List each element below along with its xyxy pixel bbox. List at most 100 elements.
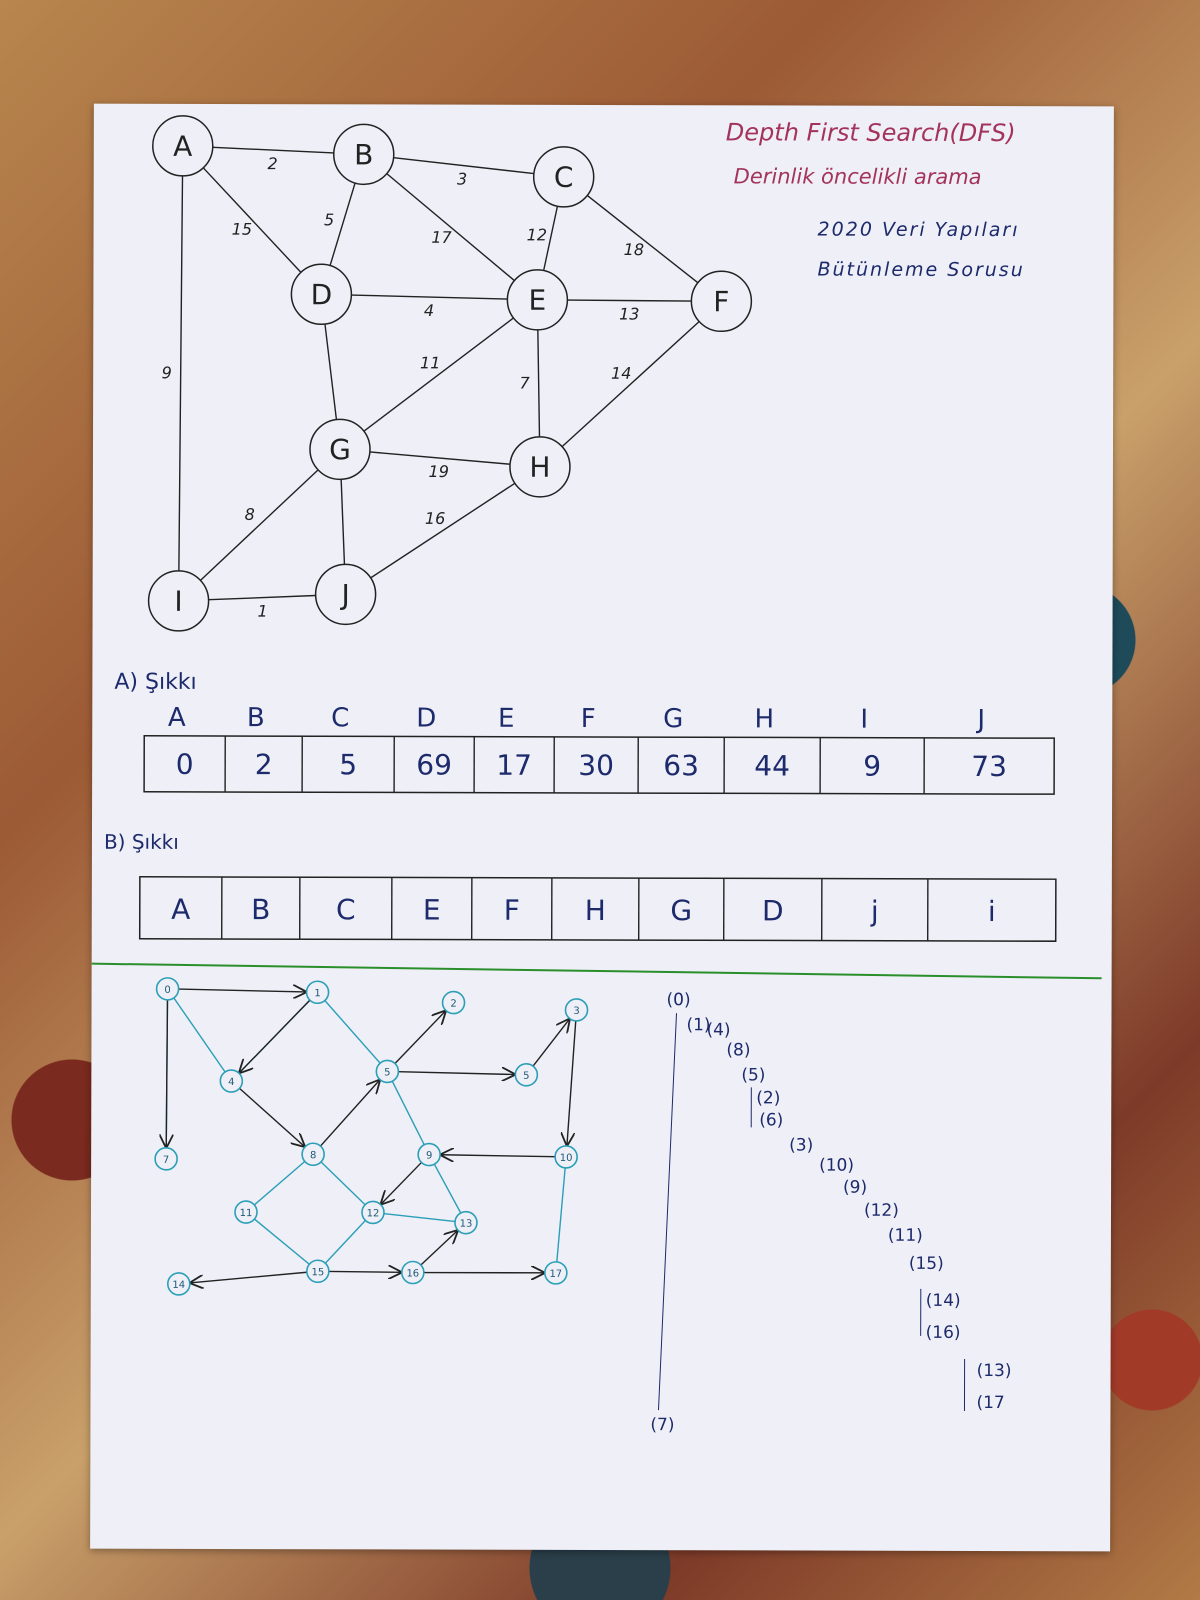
graph2-node-15: [306, 1259, 330, 1284]
dfs-step-2: (4): [706, 1020, 730, 1040]
dfs-step-0: (0): [667, 990, 691, 1010]
graph1-weight-F-H: 14: [611, 364, 631, 383]
graph1-weight-C-F: 18: [624, 240, 644, 259]
graph1-weight-B-D: 5: [324, 210, 334, 229]
dfs-step-4: (5): [741, 1065, 765, 1085]
dfs-step-11: (11): [888, 1226, 923, 1246]
part-a-value-G: 63: [663, 749, 699, 782]
dfs-step-16: (17: [976, 1393, 1004, 1413]
graph1-node-label-I: I: [174, 585, 182, 618]
graph2-edge-16-13: [420, 1231, 457, 1266]
graph1-node-H: [509, 436, 571, 498]
graph2-node-17: [544, 1261, 568, 1285]
part-a-value-I: 9: [863, 750, 881, 783]
dfs-step-14: (16): [926, 1323, 961, 1343]
part-a-header-I: I: [860, 705, 868, 735]
part-a-header-C: C: [331, 703, 349, 733]
dfs-step-6: (6): [759, 1110, 783, 1130]
graph2-node-label-4: 4: [228, 1077, 234, 1088]
part-a-table-border: [143, 735, 1055, 795]
dfs-step-17: (7): [650, 1415, 674, 1435]
graph2-edge-15-16: [328, 1271, 401, 1272]
graph2-edge-15-14: [191, 1271, 307, 1283]
graph1-edge-A-B: [212, 146, 334, 154]
graph1-node-B: [333, 123, 395, 186]
graph2-edge-1-4: [240, 999, 311, 1073]
graph2-edge-10-9: [441, 1155, 556, 1157]
graph2-edge-3-10: [567, 1020, 577, 1145]
graph2-node-label-5b: 5: [523, 1071, 529, 1082]
graph1-edge-A-D: [202, 167, 302, 273]
graph2-tree-edge-10-17: [555, 1156, 567, 1273]
graph2-node-10: [554, 1145, 578, 1169]
graph2-node-3: [564, 998, 589, 1022]
part-a-value-H: 44: [754, 749, 790, 782]
graph2-node-label-7: 7: [163, 1155, 169, 1166]
dfs-trunk-line: [657, 1013, 678, 1411]
graph1-weight-G-I: 8: [245, 505, 255, 524]
dfs-step-15: (13): [977, 1361, 1012, 1381]
part-a-value-F: 30: [578, 749, 614, 782]
part-a-header-G: G: [663, 704, 683, 734]
graph1-node-F: [690, 270, 753, 333]
graph2-tree-edge-8-12: [312, 1153, 374, 1213]
graph2-edge-5-2: [394, 1011, 445, 1064]
part-a-label: A) Şıkkı: [114, 670, 196, 695]
graph1-edge-D-E: [351, 294, 508, 300]
part-a-header-B: B: [247, 703, 265, 733]
subtitle-line-2: Bütünleme Sorusu: [817, 259, 1024, 282]
graph1-weight-C-E: 12: [527, 225, 547, 244]
graph1-weight-D-E: 4: [424, 301, 434, 320]
graph1-node-label-G: G: [329, 433, 351, 466]
part-a-value-B: 2: [255, 748, 273, 781]
dfs-step-13: (14): [926, 1291, 961, 1311]
graph1-edge-B-C: [393, 157, 534, 175]
part-b-value-3: E: [423, 894, 441, 927]
title-line-2: Derinlik öncelikli arama: [734, 164, 982, 189]
graph2-node-label-5: 5: [384, 1067, 390, 1078]
part-a-header-E: E: [498, 704, 515, 734]
graph2-node-8: [301, 1142, 325, 1167]
graph1-node-label-F: F: [713, 285, 729, 318]
graph2-tree-edge-9-13: [428, 1154, 467, 1223]
graph1-node-C: [532, 146, 595, 208]
graph2-edge-0-7: [166, 999, 167, 1147]
graph2-tree-edge-5-9: [386, 1071, 430, 1155]
graph1-weight-A-D: 15: [232, 220, 252, 239]
dfs-step-5: (2): [756, 1088, 780, 1108]
graph1-weight-B-E: 17: [431, 228, 452, 247]
graph2-node-11: [234, 1200, 258, 1224]
graph1-edge-B-E: [386, 173, 515, 282]
dfs-step-3: (8): [726, 1040, 750, 1060]
graph2-node-9: [417, 1142, 441, 1167]
graph2-node-label-0: 0: [164, 985, 170, 996]
graph1-node-label-D: D: [311, 278, 333, 311]
part-b-value-6: G: [670, 894, 692, 927]
graph2-node-14: [167, 1272, 191, 1296]
part-b-value-8: j: [870, 895, 879, 928]
graph2-tree-edge-8-11: [245, 1153, 314, 1213]
graph1-edge-G-H: [369, 451, 511, 465]
graph2-edge-5-5b: [398, 1072, 514, 1075]
part-a-header-A: A: [168, 703, 186, 733]
graph1-weight-G-H: 19: [429, 462, 449, 481]
graph2-tree-edge-11-15: [245, 1211, 319, 1272]
part-a-value-J: 73: [971, 750, 1007, 783]
graph1-edge-E-F: [567, 299, 692, 302]
graph1-weight-B-C: 3: [457, 170, 467, 189]
part-b-value-4: F: [504, 894, 520, 927]
paper-sheet: Depth First Search(DFS) Derinlik öncelik…: [90, 103, 1114, 1552]
dfs-step-1: (1): [686, 1015, 710, 1035]
title-block: Depth First Search(DFS) Derinlik öncelik…: [726, 118, 1016, 189]
part-b-table-border: [138, 876, 1057, 942]
graph2-tree-edge-13-12: [372, 1211, 467, 1224]
graph2-node-label-9: 9: [426, 1151, 432, 1162]
graph2-node-7: [154, 1147, 178, 1171]
dfs-step-10: (12): [864, 1201, 899, 1221]
graph1-node-label-A: A: [173, 130, 192, 163]
graph1-edge-F-H: [561, 321, 700, 448]
part-a-header-F: F: [581, 704, 596, 734]
